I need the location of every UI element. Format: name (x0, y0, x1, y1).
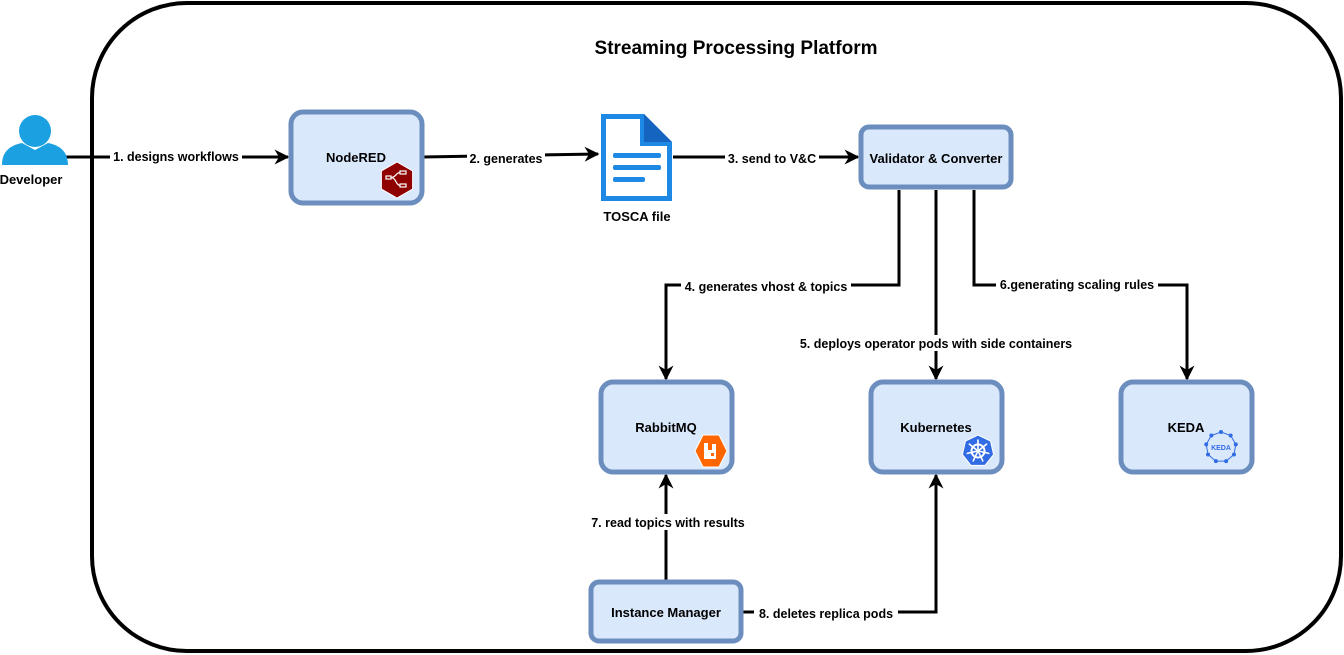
kubernetes-label: Kubernetes (900, 420, 972, 435)
edge-label-2: 2. generates (470, 152, 543, 166)
keda-node[interactable]: KEDA KEDA (1118, 379, 1255, 475)
document-icon (601, 114, 672, 201)
developer-label: Developer (0, 172, 62, 187)
instance-manager-label: Instance Manager (611, 605, 721, 620)
nodered-logo-icon (380, 161, 414, 199)
edge-label-8: 8. deletes replica pods (759, 607, 893, 621)
platform-container (90, 1, 1343, 653)
keda-logo-icon: KEDA (1204, 430, 1238, 464)
kubernetes-logo-icon (961, 434, 995, 466)
instance-manager-node[interactable]: Instance Manager (588, 579, 744, 644)
nodered-label: NodeRED (326, 150, 386, 165)
kubernetes-node[interactable]: Kubernetes (868, 379, 1005, 475)
keda-logo-text: KEDA (1211, 445, 1231, 452)
edge-label-1: 1. designs workflows (113, 150, 239, 164)
edge-deletes-replica-pods (742, 473, 944, 614)
edge-labels: 1. designs workflows 2. generates 3. sen… (110, 148, 1158, 621)
validator-converter-label: Validator & Converter (870, 151, 1003, 166)
keda-label: KEDA (1168, 420, 1205, 435)
developer-node: Developer (0, 115, 68, 187)
edge-label-4: 4. generates vhost & topics (685, 280, 848, 294)
rabbitmq-label: RabbitMQ (635, 420, 696, 435)
edge-label-3: 3. send to V&C (728, 152, 816, 166)
diagram-title: Streaming Processing Platform (595, 38, 878, 59)
edge-label-6: 6.generating scaling rules (1000, 278, 1154, 292)
tosca-node[interactable]: TOSCA file (601, 114, 672, 224)
rabbitmq-logo-icon (694, 434, 728, 468)
edge-label-5: 5. deploys operator pods with side conta… (800, 337, 1072, 351)
edge-label-7: 7. read topics with results (591, 516, 745, 530)
validator-converter-node[interactable]: Validator & Converter (858, 124, 1014, 190)
tosca-label: TOSCA file (603, 209, 670, 224)
rabbitmq-node[interactable]: RabbitMQ (598, 379, 735, 475)
nodered-node[interactable]: NodeRED (288, 109, 425, 206)
user-icon (2, 115, 68, 165)
